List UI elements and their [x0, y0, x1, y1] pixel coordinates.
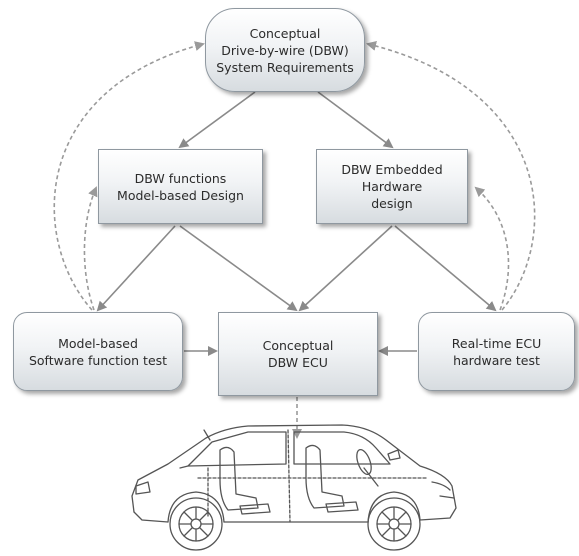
embedded-hardware-node: DBW Embedded Hardware design — [316, 149, 468, 224]
car-icon — [131, 424, 457, 551]
dbw-ecu-node: Conceptual DBW ECU — [218, 312, 378, 396]
hw-test-line-2: hardware test — [453, 352, 540, 368]
dashed-hwtest-to-hardware — [474, 186, 510, 311]
arrow-req-to-hardware — [317, 91, 394, 149]
dashed-hwtest-to-req — [366, 41, 536, 311]
software-test-line-2: Software function test — [28, 352, 168, 368]
hw-test-line-1: Real-time ECU — [451, 335, 542, 351]
arrow-functions-to-swtest — [96, 225, 176, 312]
arrow-hardware-to-hwtest — [394, 225, 497, 312]
arrow-functions-to-ecu — [179, 225, 298, 312]
dashed-swtest-to-functions — [83, 186, 98, 311]
arrow-req-to-functions — [178, 91, 256, 149]
arrow-hardware-to-ecu — [298, 225, 393, 312]
hardware-line-1: DBW Embedded — [341, 162, 443, 177]
functions-line-2: Model-based Design — [117, 187, 244, 203]
requirements-line-1: Conceptual — [249, 25, 321, 41]
hardware-line-3: design — [371, 196, 413, 211]
dbw-functions-node: DBW functions Model-based Design — [98, 149, 263, 224]
dashed-swtest-to-req — [53, 41, 205, 311]
software-test-line-1: Model-based — [58, 335, 138, 351]
ecu-line-2: DBW ECU — [268, 355, 328, 370]
functions-line-1: DBW functions — [134, 170, 227, 186]
requirements-line-2: Drive-by-wire (DBW) — [221, 42, 349, 58]
hardware-test-node: Real-time ECU hardware test — [418, 312, 575, 391]
software-test-node: Model-based Software function test — [13, 312, 183, 391]
hardware-line-2: Hardware — [361, 179, 423, 194]
ecu-line-1: Conceptual — [262, 338, 334, 353]
system-requirements-node: Conceptual Drive-by-wire (DBW) System Re… — [205, 8, 365, 92]
requirements-line-3: System Requirements — [216, 59, 354, 75]
